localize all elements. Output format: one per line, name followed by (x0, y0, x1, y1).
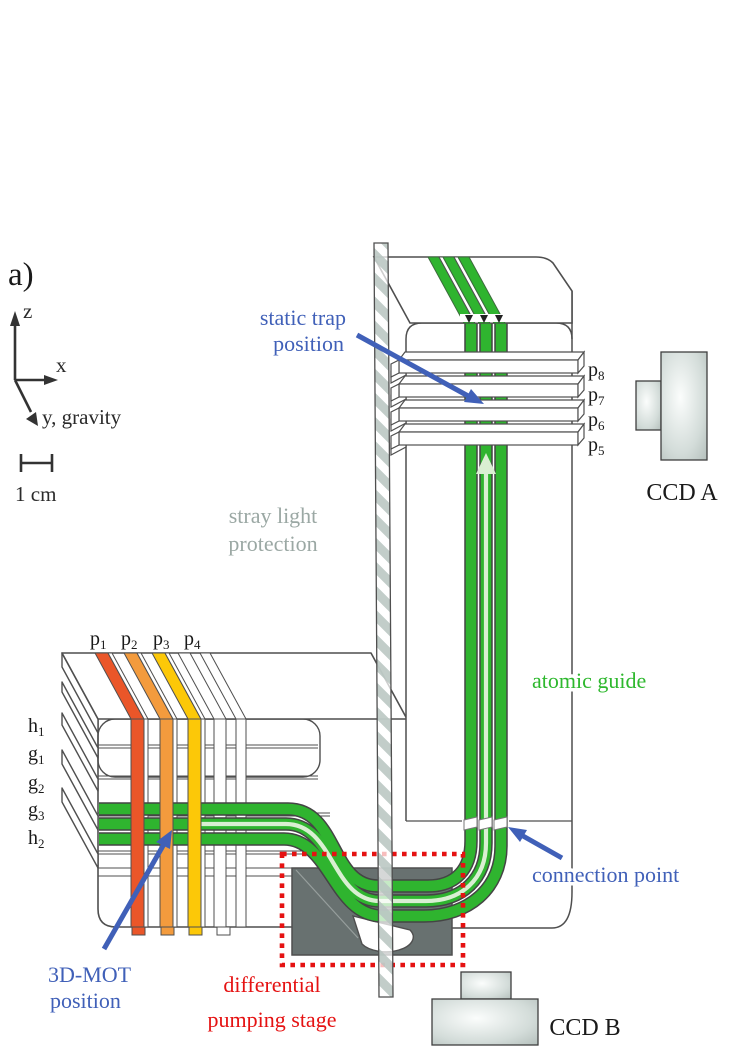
wire-label-g2: g2 (28, 772, 45, 796)
svg-text:3D-MOT: 3D-MOT (48, 962, 132, 987)
wire-label-p2: p2 (121, 628, 138, 652)
wire-label-p1: p1 (90, 628, 107, 652)
top-wire-labels: p1 p2 p3 p4 (90, 628, 201, 652)
wire-bar-p6 (390, 398, 586, 426)
x-axis-label: x (56, 353, 67, 377)
right-wire-labels: p8 p7 p6 p5 (588, 359, 605, 458)
wire-p2-stripe (159, 718, 174, 928)
scale-bar-label: 1 cm (15, 482, 56, 506)
annotation-arrows (101, 332, 564, 951)
side-wire-labels: h1 g1 g2 g3 h2 (28, 715, 45, 851)
x-axis-arrow (44, 375, 58, 385)
static-trap-label: static trap position (260, 305, 346, 356)
svg-text:pumping stage: pumping stage (208, 1007, 337, 1032)
mot-chip-block (61, 652, 410, 928)
wire-label-p3: p3 (153, 628, 170, 652)
wire-label-h2: h2 (28, 827, 45, 851)
wire-bar-p7 (390, 374, 586, 402)
coordinate-axes (10, 311, 58, 426)
svg-text:position: position (273, 331, 344, 356)
wire-label-p6: p6 (588, 409, 605, 433)
svg-text:position: position (50, 988, 121, 1013)
science-chip-top-slab (372, 256, 573, 324)
svg-text:protection: protection (228, 531, 317, 556)
wire-label-g3: g3 (28, 799, 45, 823)
guide-junction-arrows (465, 315, 503, 323)
ccd-b-icon (431, 971, 539, 1046)
pumping-block-wedge-edge (295, 869, 359, 939)
atomic-guide-label: atomic guide (532, 668, 646, 693)
static-trap-arrow (355, 332, 472, 400)
y-axis-label: y, gravity (42, 405, 122, 429)
wire-label-h1: h1 (28, 715, 45, 739)
wire-p3-stripe (187, 718, 202, 928)
stray-light-label: stray light protection (228, 503, 317, 556)
glass-strip (373, 242, 394, 998)
ccd-a-icon (635, 351, 708, 461)
panel-label: a) (8, 257, 34, 293)
wire-label-p5: p5 (588, 434, 605, 458)
chip-left-steps (61, 652, 99, 869)
connection-arrow (521, 833, 564, 861)
scale-bar (19, 454, 54, 472)
svg-text:stray light: stray light (229, 503, 318, 528)
mot-wires-front (130, 718, 231, 936)
ccd-b-label: CCD B (549, 1015, 620, 1041)
wire-label-p8: p8 (588, 359, 605, 383)
top-slab-guide-stripes (427, 256, 506, 324)
pumping-label: differential pumping stage (208, 972, 337, 1032)
wire-label-p7: p7 (588, 384, 605, 408)
z-axis-arrow (10, 311, 20, 326)
atom-path-arrowhead (476, 453, 496, 474)
mot-arrow (101, 842, 167, 951)
upper-wire-bars (390, 350, 586, 450)
mot-label: 3D-MOT position (48, 962, 132, 1013)
wire-label-g1: g1 (28, 743, 45, 767)
z-axis-label: z (23, 299, 32, 323)
wire-bar-p8 (390, 350, 586, 378)
svg-text:static trap: static trap (260, 305, 346, 330)
svg-text:differential: differential (223, 972, 320, 997)
wire-bar-p5 (390, 422, 586, 450)
ccd-a-label: CCD A (646, 480, 718, 506)
pumping-stage-dotted-outline (279, 851, 466, 968)
wire-label-p4: p4 (184, 628, 201, 652)
connection-point-label: connection point (532, 862, 679, 887)
y-axis-arrow (26, 412, 38, 426)
connection-point-gaps (463, 816, 508, 831)
top-face-wires (94, 652, 247, 720)
